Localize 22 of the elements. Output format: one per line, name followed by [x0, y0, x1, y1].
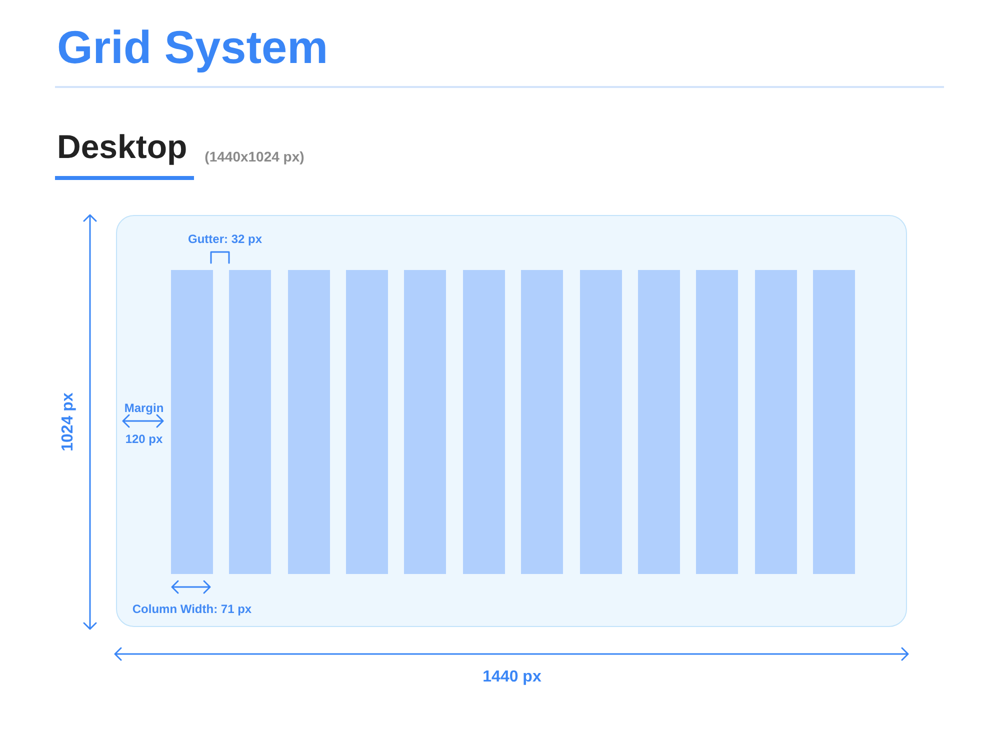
grid-column: [638, 270, 680, 574]
grid-column: [229, 270, 272, 574]
grid-column: [288, 270, 330, 574]
gutter-label: Gutter: 32 px: [188, 232, 262, 246]
margin-value: 120 px: [125, 432, 163, 446]
grid-column: [404, 270, 446, 574]
width-label: 1440 px: [482, 667, 542, 687]
page-title: Grid System: [57, 24, 328, 70]
margin-label: Margin: [124, 400, 164, 416]
grid-column: [696, 270, 738, 574]
column-width-label: Column Width: 71 px: [132, 602, 252, 616]
grid-column: [521, 270, 564, 574]
height-label: 1024 px: [58, 392, 78, 452]
grid-column: [580, 270, 622, 574]
grid-column: [462, 270, 505, 574]
size-note: (1440x1024 px): [204, 148, 304, 166]
screen-frame: [116, 215, 907, 627]
grid-column: [346, 270, 388, 574]
grid-column: [171, 270, 213, 574]
grid-column: [754, 270, 797, 574]
section-heading: Desktop: [57, 130, 188, 163]
grid-column: [812, 270, 855, 574]
